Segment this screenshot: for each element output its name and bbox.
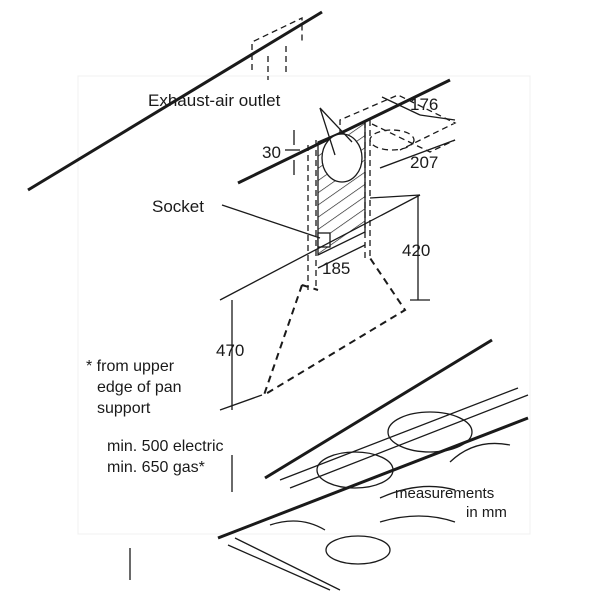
dimension-lines [129,96,456,580]
chimney-outline [307,120,371,290]
exhaust-outlet-label: Exhaust-air outlet [148,91,281,110]
upper-chimney-outline [251,16,303,80]
exhaust-outlet-circle [321,133,363,183]
units-line-1: measurements [395,485,494,502]
hood-outline [262,257,407,398]
dim-470: 470 [216,341,244,360]
dim-30: 30 [262,143,281,162]
dim-207: 207 [410,153,438,172]
units-line-2: in mm [466,504,507,521]
note-line-2: edge of pan [97,379,182,396]
duct-box [339,94,457,153]
burner-lower-mid [325,535,391,565]
burner-lower-left [269,520,326,531]
note-line-1: * from upper [86,358,175,375]
burner-front-right [449,442,511,463]
burner-mid [379,485,456,499]
burner-back-left [316,451,394,489]
socket-label: Socket [152,197,204,216]
burner-back-right [387,411,473,453]
ceiling-edge-line [27,10,323,192]
dim-176: 176 [410,95,438,114]
min-electric-label: min. 500 electric [107,438,224,455]
leader-lines [221,107,353,239]
min-gas-label: min. 650 gas* [107,459,205,476]
dim-185: 185 [322,259,350,278]
cooktop [217,338,529,591]
note-line-3: support [97,400,151,417]
dim-420: 420 [402,241,430,260]
